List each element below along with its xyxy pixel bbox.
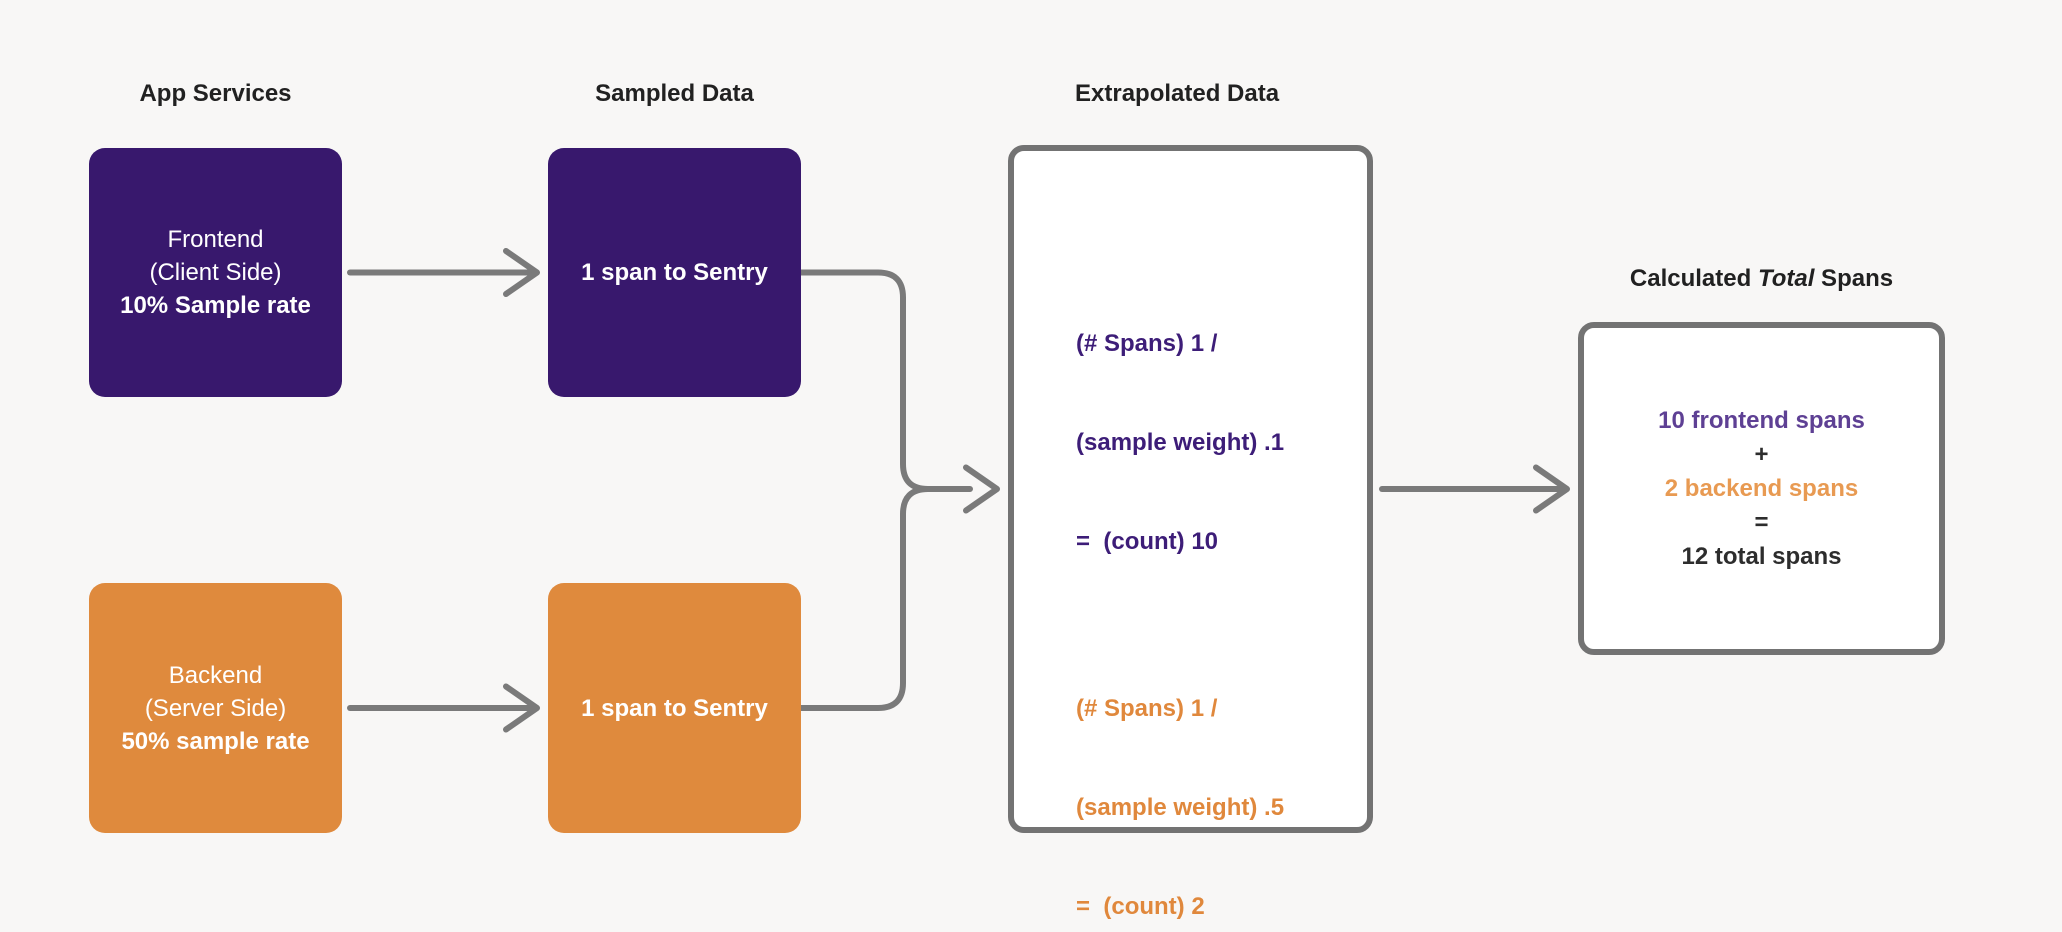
backend-formula-line3: = (count) 2 [1076,893,1205,920]
calculated-frontend-spans: 10 frontend spans [1658,406,1865,434]
header-extrapolated-data: Extrapolated Data [1075,80,1280,107]
header-app-services: App Services [139,80,292,107]
backend-formula-line1: (# Spans) 1 / [1076,695,1218,722]
frontend-service-side: (Client Side) [149,259,282,286]
sampled-frontend-label: 1 span to Sentry [581,259,768,286]
frontend-service-node: Frontend (Client Side) 10% Sample rate [89,148,342,397]
extrapolated-data-panel [1008,145,1373,833]
backend-sample-rate: 50% sample rate [121,727,310,755]
header-sampled-data: Sampled Data [595,80,754,107]
frontend-formula-line2: (sample weight) .1 [1076,429,1285,456]
backend-extrapolation-formula: (# Spans) 1 / (sample weight) .5 = (coun… [1076,626,1284,932]
connector-sampled-backend-to-merge [798,486,931,711]
arrow-merge-to-extrapolated-head [963,464,1000,514]
calculated-header-prefix: Calculated [1629,265,1758,292]
arrow-extrapolated-to-calculated-head [1533,464,1570,514]
header-calculated-total-spans: Calculated Total Spans [1578,265,1945,293]
calculated-header-total-word: Total [1757,265,1815,292]
frontend-sample-rate: 10% Sample rate [120,292,311,319]
backend-formula-line2: (sample weight) .5 [1076,794,1285,821]
backend-service-node: Backend (Server Side) 50% sample rate [89,583,342,833]
frontend-service-name: Frontend [167,226,264,253]
frontend-extrapolation-formula: (# Spans) 1 / (sample weight) .1 = (coun… [1076,261,1284,624]
sampled-frontend-node: 1 span to Sentry [548,148,801,397]
calculated-plus-operator: + [1754,440,1769,468]
backend-service-side: (Server Side) [144,694,287,722]
calculated-equals-operator: = [1754,508,1769,536]
calculated-total-spans: 12 total spans [1681,542,1842,570]
frontend-formula-line3: = (count) 10 [1076,528,1219,555]
calculated-header-suffix: Spans [1814,265,1894,292]
sampled-backend-label: 1 span to Sentry [581,694,768,722]
connector-sampled-frontend-to-merge [798,269,973,492]
sampled-backend-node: 1 span to Sentry [548,583,801,833]
calculated-backend-spans: 2 backend spans [1664,474,1859,502]
frontend-formula-line1: (# Spans) 1 / [1076,330,1218,357]
arrow-backend-to-sampled-head [503,683,540,733]
arrow-frontend-to-sampled-head [503,248,540,297]
backend-service-name: Backend [168,661,263,689]
calculated-total-panel: 10 frontend spans + 2 backend spans = 12… [1578,322,1945,655]
